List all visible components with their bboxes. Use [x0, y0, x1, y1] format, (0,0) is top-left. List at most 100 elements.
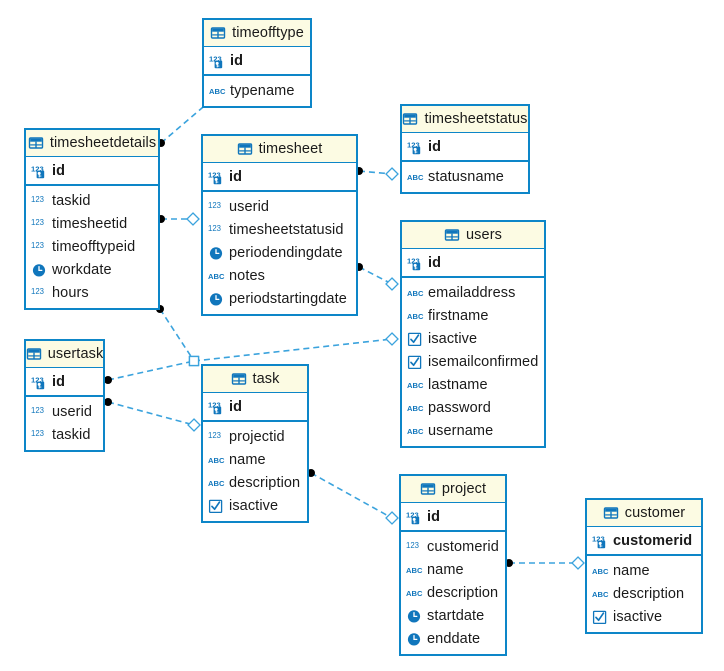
attribute-label: name [613, 562, 650, 579]
attribute-label: id [229, 398, 243, 415]
attribute-row-workdate[interactable]: workdate [26, 258, 158, 281]
attribute-label: id [52, 373, 66, 390]
primary-key-section: 123 id [203, 393, 307, 422]
attribute-row-isactive[interactable]: isactive [203, 494, 307, 517]
entity-header-timeofftype[interactable]: timeofftype [204, 20, 310, 47]
attribute-label: userid [229, 198, 270, 215]
entity-header-users[interactable]: users [402, 222, 544, 249]
svg-text:ABC: ABC [209, 87, 226, 96]
entity-header-timesheetstatus[interactable]: timesheetstatus [402, 106, 528, 133]
attribute-row-periodendingdate[interactable]: periodendingdate [203, 241, 356, 264]
entity-title: task [252, 371, 280, 387]
primary-key-number-icon: 123 [209, 53, 225, 69]
primary-key-section: 123 id [204, 47, 310, 76]
attribute-label: periodendingdate [229, 244, 343, 261]
text-abc-icon: ABC [407, 400, 424, 416]
relationship-marker-filled-dot [104, 376, 112, 384]
rel-usertask-task[interactable] [104, 355, 200, 385]
attribute-row-enddate[interactable]: enddate [401, 627, 505, 650]
rel-usertask-users[interactable] [104, 398, 201, 432]
attribute-row-typename[interactable]: ABC typename [204, 79, 310, 102]
entity-header-customer[interactable]: customer [587, 500, 701, 527]
attribute-label: typename [230, 82, 295, 99]
attribute-label: isactive [229, 497, 279, 514]
text-abc-icon: ABC [406, 562, 423, 578]
entity-header-timesheetdetails[interactable]: timesheetdetails [26, 130, 158, 157]
number-icon: 123 [31, 193, 47, 209]
relationship-marker-hollow-diamond [385, 332, 399, 346]
entity-title: timesheetdetails [49, 135, 157, 151]
entity-header-usertask[interactable]: usertask [26, 341, 103, 368]
primary-key-number-icon: 123 [208, 399, 224, 415]
rel-timesheetdetails-timesheet[interactable] [157, 212, 200, 226]
attribute-row-id[interactable]: 123 id [204, 47, 310, 74]
attribute-row-isactive[interactable]: isactive [402, 327, 544, 350]
rel-task-project[interactable] [307, 469, 399, 525]
rel-project-customer[interactable] [505, 556, 585, 570]
attribute-row-periodstartingdate[interactable]: periodstartingdate [203, 287, 356, 310]
number-icon: 123 [31, 216, 47, 232]
entity-header-task[interactable]: task [203, 366, 307, 393]
attribute-label: projectid [229, 428, 285, 445]
boolean-checkbox-icon [592, 609, 608, 625]
svg-text:123: 123 [31, 287, 44, 296]
svg-text:123: 123 [407, 140, 420, 149]
attribute-row-isactive[interactable]: isactive [587, 605, 701, 628]
rel-task-users[interactable] [188, 332, 399, 367]
entity-header-project[interactable]: project [401, 476, 505, 503]
rel-timesheetdetails-task[interactable] [156, 305, 200, 367]
entity-header-timesheet[interactable]: timesheet [203, 136, 356, 163]
attribute-row-startdate[interactable]: startdate [401, 604, 505, 627]
rel-timesheet-timesheetstatus[interactable] [355, 167, 399, 181]
rel-timesheet-users[interactable] [355, 263, 399, 291]
svg-text:123: 123 [208, 170, 221, 179]
attribute-row-isemailconfirmed[interactable]: isemailconfirmed [402, 350, 544, 373]
attribute-row-id[interactable]: 123 id [203, 393, 307, 420]
attribute-label: workdate [52, 261, 112, 278]
attribute-label: id [230, 52, 244, 69]
table-icon [603, 505, 619, 521]
table-icon [26, 346, 42, 362]
svg-text:123: 123 [31, 164, 44, 173]
attribute-section: ABC typename [204, 76, 310, 106]
